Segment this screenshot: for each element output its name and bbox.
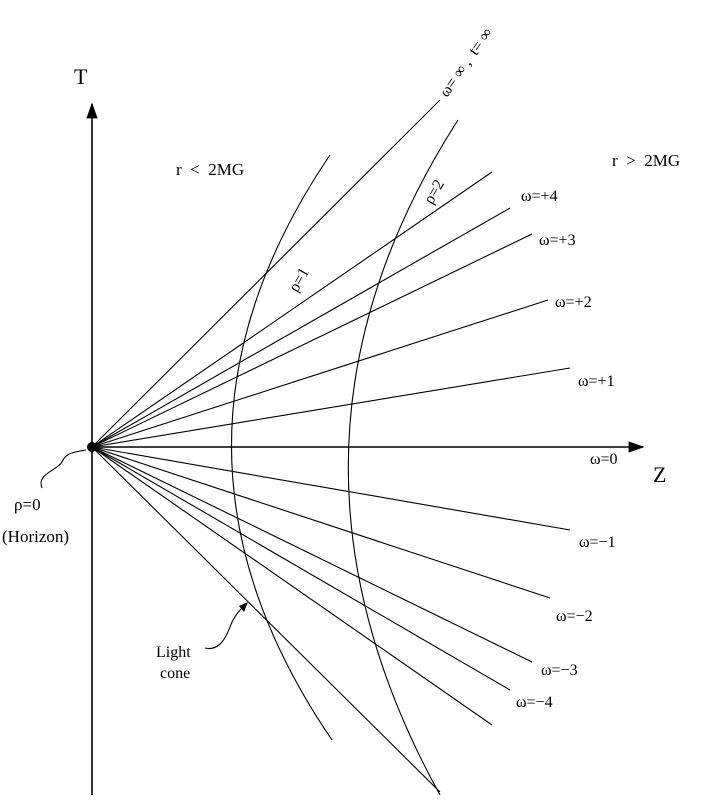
origin-pointer: [40, 449, 87, 489]
ray-label-minus1: ω=−1: [579, 534, 616, 551]
ray-omega-plus4: [91, 171, 493, 448]
ray-omega-minus1: [91, 446, 571, 531]
ray-omega-minus4-b: [91, 446, 493, 726]
ray-label-plus4: ω=+4: [521, 188, 558, 205]
ray-omega-plus1-a: [91, 299, 549, 448]
ray-label-zero: ω=0: [590, 451, 618, 468]
hyperbola-rho-2: [347, 119, 459, 796]
ray-label-plus1: ω=+1: [578, 373, 615, 390]
t-axis-label: T: [74, 64, 88, 89]
origin-sublabel: (Horizon): [2, 527, 69, 546]
hyperbola-rho-1-label: ρ=1: [286, 265, 313, 295]
ray-label-minus2: ω=−2: [556, 608, 593, 625]
region-outside-label: r > 2MG: [612, 151, 680, 170]
ray-omega-minus3: [91, 446, 533, 663]
z-axis-label: Z: [653, 462, 666, 487]
ray-omega-plus2: [91, 233, 533, 448]
region-inside-label: r < 2MG: [176, 160, 244, 179]
ray-omega-plus3: [91, 207, 511, 448]
ray-omega-minus2: [91, 446, 551, 599]
ray-label-plus3: ω=+3: [539, 232, 576, 249]
ray-label-minus4: ω=−4: [516, 694, 553, 711]
ray-omega-minus4-a: [91, 446, 511, 691]
ray-omega-plus1-b: [91, 367, 571, 448]
top-ray-label: ω= ∞ , t= ∞: [436, 25, 496, 100]
light-cone-label-line1: Light: [156, 644, 191, 661]
origin-label: ρ=0: [14, 495, 41, 514]
light-cone-label-line2: cone: [160, 665, 190, 682]
origin-point: [87, 442, 97, 452]
light-cone-pointer: [204, 605, 245, 649]
hyperbola-rho-2-label: ρ=2: [421, 177, 448, 207]
light-cone-pointer-head: [239, 602, 248, 612]
ray-label-minus3: ω=−3: [541, 662, 578, 679]
ray-label-plus2: ω=+2: [555, 294, 592, 311]
hyperbola-rho-1: [230, 154, 333, 741]
